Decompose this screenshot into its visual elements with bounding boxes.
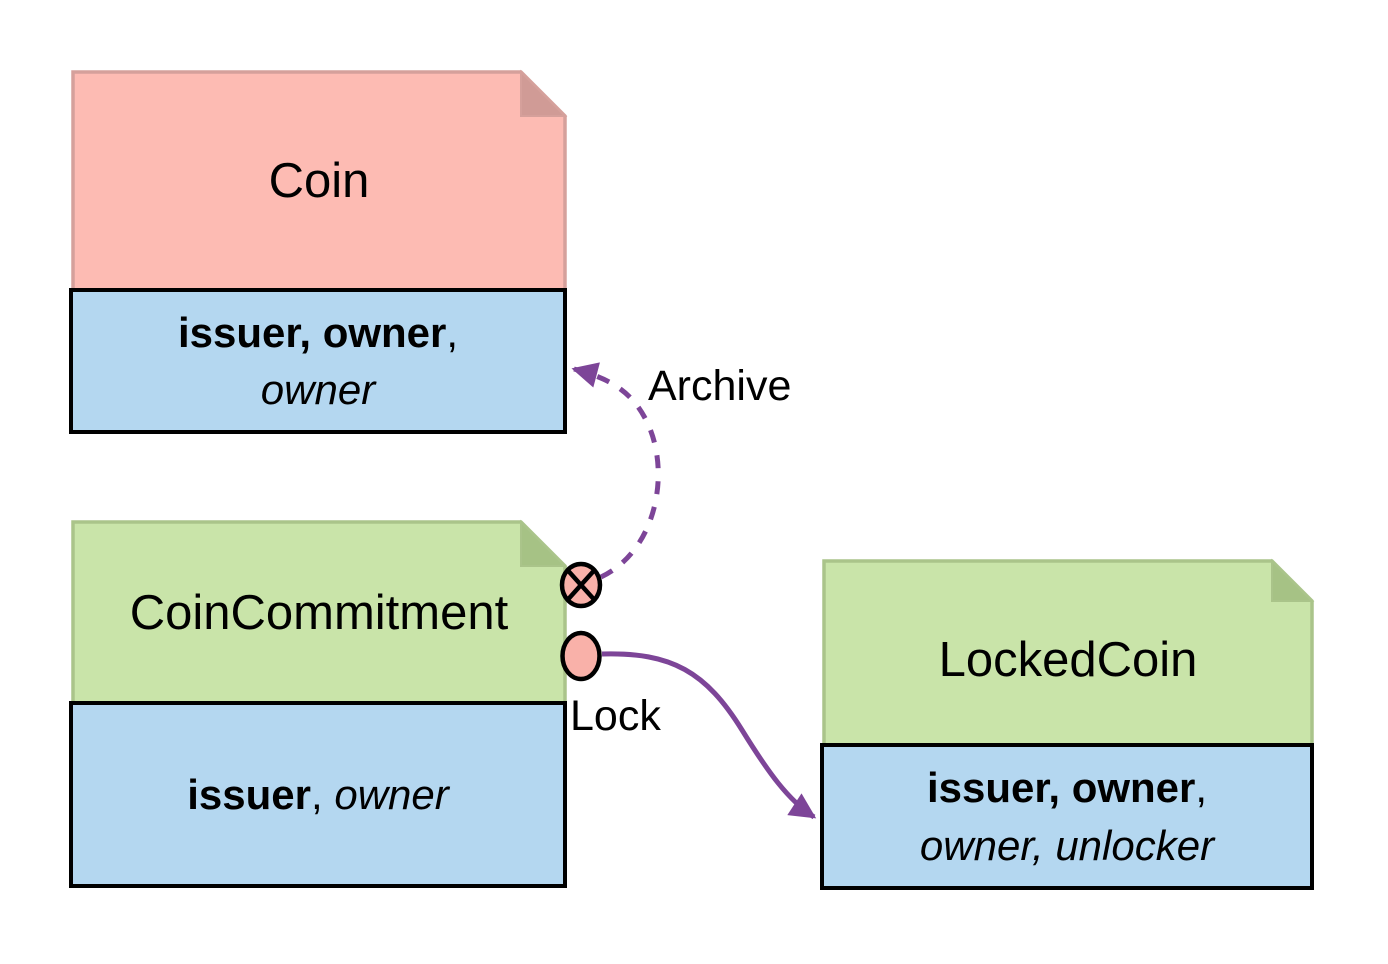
- lockedcoin-fields-line: owner, unlocker: [920, 817, 1214, 874]
- coincommitment-fields-line: issuer, owner: [187, 770, 449, 818]
- coincommitment-participants: issuer: [187, 770, 311, 818]
- coin-participants: issuer, owner: [177, 308, 447, 356]
- coincommitment-card-fields: issuer, owner: [71, 703, 565, 886]
- coincommitment-card-body-box: [69, 701, 567, 888]
- lockedcoin-card-fold-corner: [1271, 558, 1315, 602]
- coincommitment-card-fold-corner: [520, 519, 568, 567]
- coin-card-body-box: [69, 288, 567, 434]
- coin-card-title: Coin: [268, 154, 370, 208]
- lockedcoin-card-fields: issuer, owner, owner, unlocker: [822, 745, 1312, 888]
- circle-cross-icon: [559, 561, 603, 609]
- coincommitment-card-title: CoinCommitment: [129, 585, 509, 640]
- lockedcoin-signers: owner, unlocker: [919, 821, 1215, 869]
- archive-arrow: [571, 362, 661, 580]
- coin-fields-line: issuer, owner,: [177, 308, 459, 356]
- lock-arrow: [601, 651, 817, 820]
- archive-edge-label: Archive: [648, 362, 792, 410]
- lockedcoin-fields-line: issuer, owner,: [926, 764, 1208, 812]
- coin-card-fields: issuer, owner, owner: [71, 290, 565, 432]
- coin-card-header: [71, 70, 567, 292]
- coin-fields-line: owner: [261, 361, 375, 418]
- lockedcoin-card-body-box: [820, 743, 1314, 890]
- lockedcoin-card-title: LockedCoin: [938, 633, 1198, 687]
- lock-edge-label: Lock: [570, 692, 661, 740]
- coincommitment-card-header: [71, 520, 567, 705]
- lockedcoin-card-header: [822, 559, 1314, 747]
- coincommitment-signer: owner: [334, 770, 449, 818]
- coin-signer: owner: [260, 366, 376, 413]
- circle-icon: [560, 630, 602, 682]
- coin-card-fold-corner: [520, 69, 568, 117]
- lockedcoin-participants: issuer, owner: [926, 764, 1196, 812]
